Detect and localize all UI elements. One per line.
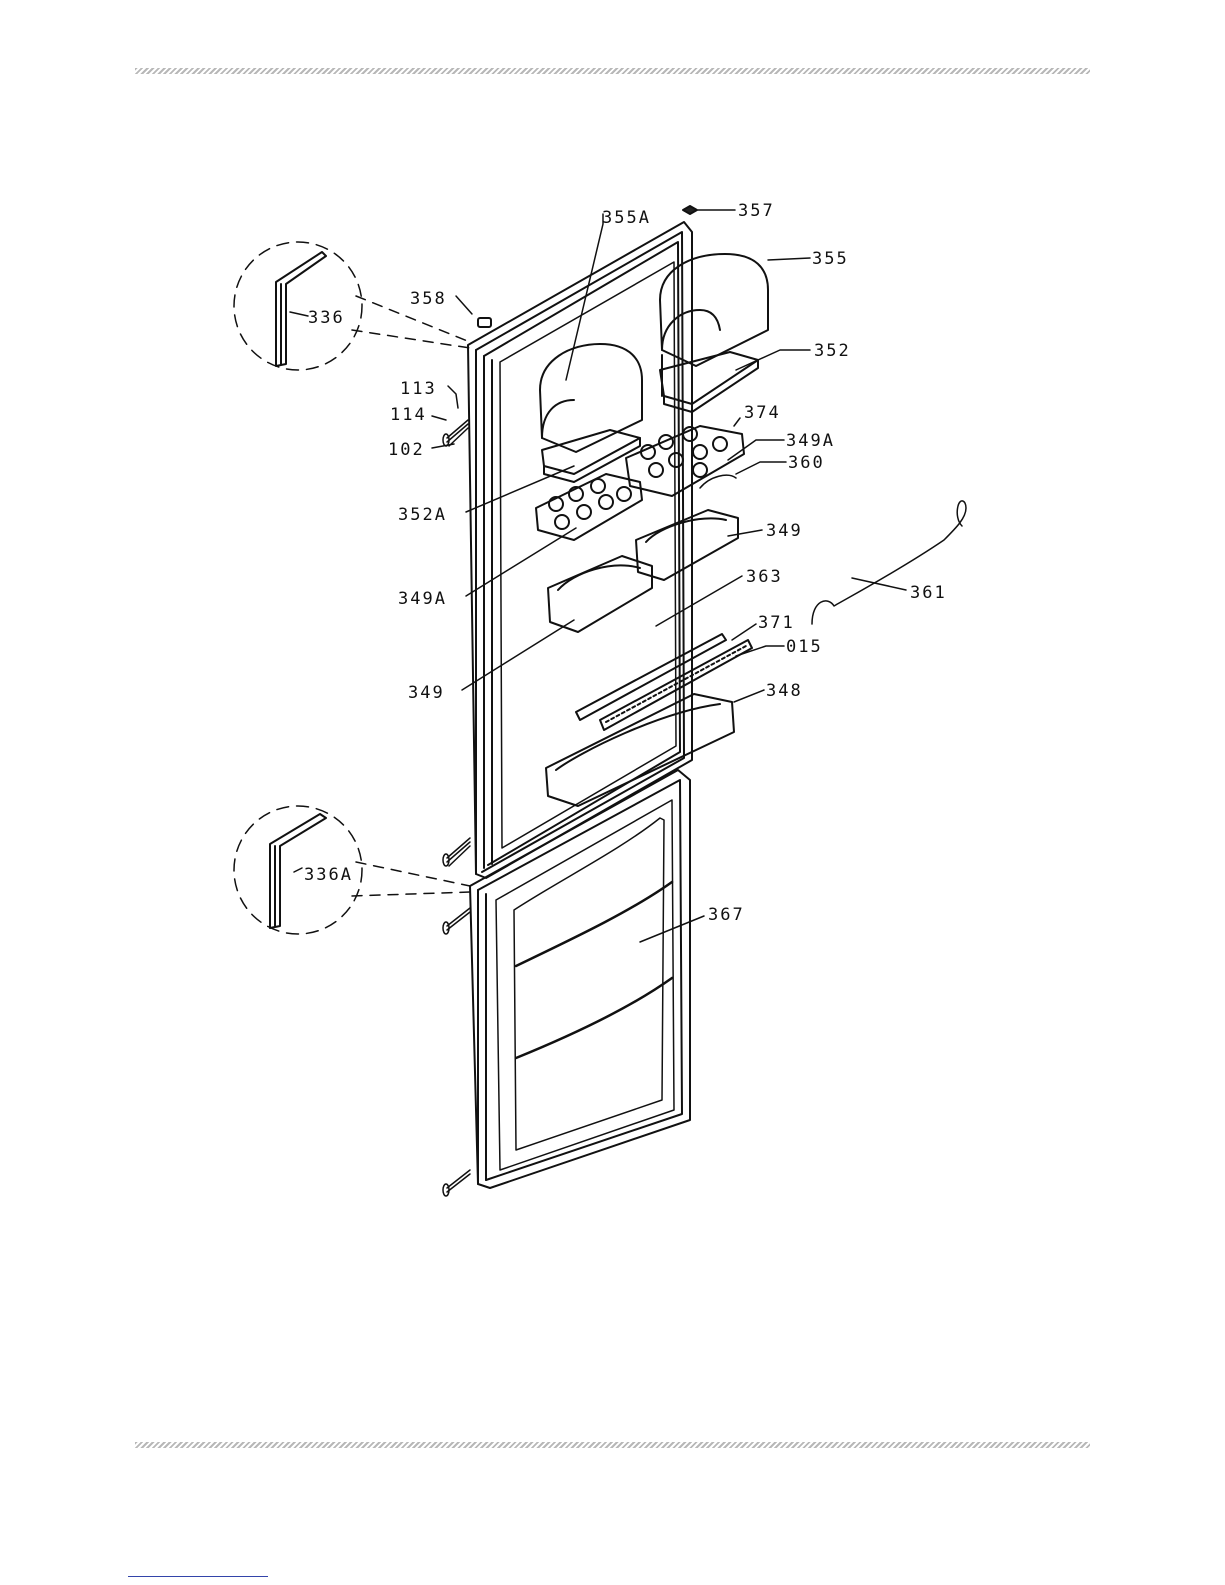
label-363: 363 [746,567,783,587]
label-360: 360 [788,453,825,473]
label-352: 352 [814,341,851,361]
label-349A-right: 349A [786,431,835,451]
label-367: 367 [708,905,745,925]
label-336A: 336A [304,865,353,885]
egg-tray-349A [536,474,642,540]
label-015: 015 [786,637,823,657]
label-357: 357 [738,201,775,221]
label-371: 371 [758,613,795,633]
plug-358 [478,318,491,327]
label-374: 374 [744,403,781,423]
label-352A: 352A [398,505,447,525]
label-355A: 355A [602,208,651,228]
hinge-pin-freezer-lower [443,1170,470,1196]
egg-tray-374 [626,426,744,496]
lower-door [470,770,690,1188]
part-labels: 357 355A 355 358 336 352 113 114 102 374… [304,201,947,925]
label-336: 336 [308,308,345,328]
top-cap-357 [683,206,697,214]
hinge-pin-lower [443,838,470,866]
label-349-right: 349 [766,521,803,541]
dairy-tray-352A [542,430,640,482]
hinge-pin-freezer-upper [443,908,470,934]
label-361: 361 [910,583,947,603]
label-113: 113 [400,379,437,399]
label-349-left: 349 [408,683,445,703]
door-shelf-349-left [548,556,652,632]
label-114: 114 [390,405,427,425]
leader-lines [290,210,906,942]
hinge-pin-upper [443,420,468,446]
label-349A-left: 349A [398,589,447,609]
dairy-cover-355 [660,254,768,366]
label-358: 358 [410,289,447,309]
label-102: 102 [388,440,425,460]
label-355: 355 [812,249,849,269]
label-348: 348 [766,681,803,701]
wire-361 [812,501,966,624]
